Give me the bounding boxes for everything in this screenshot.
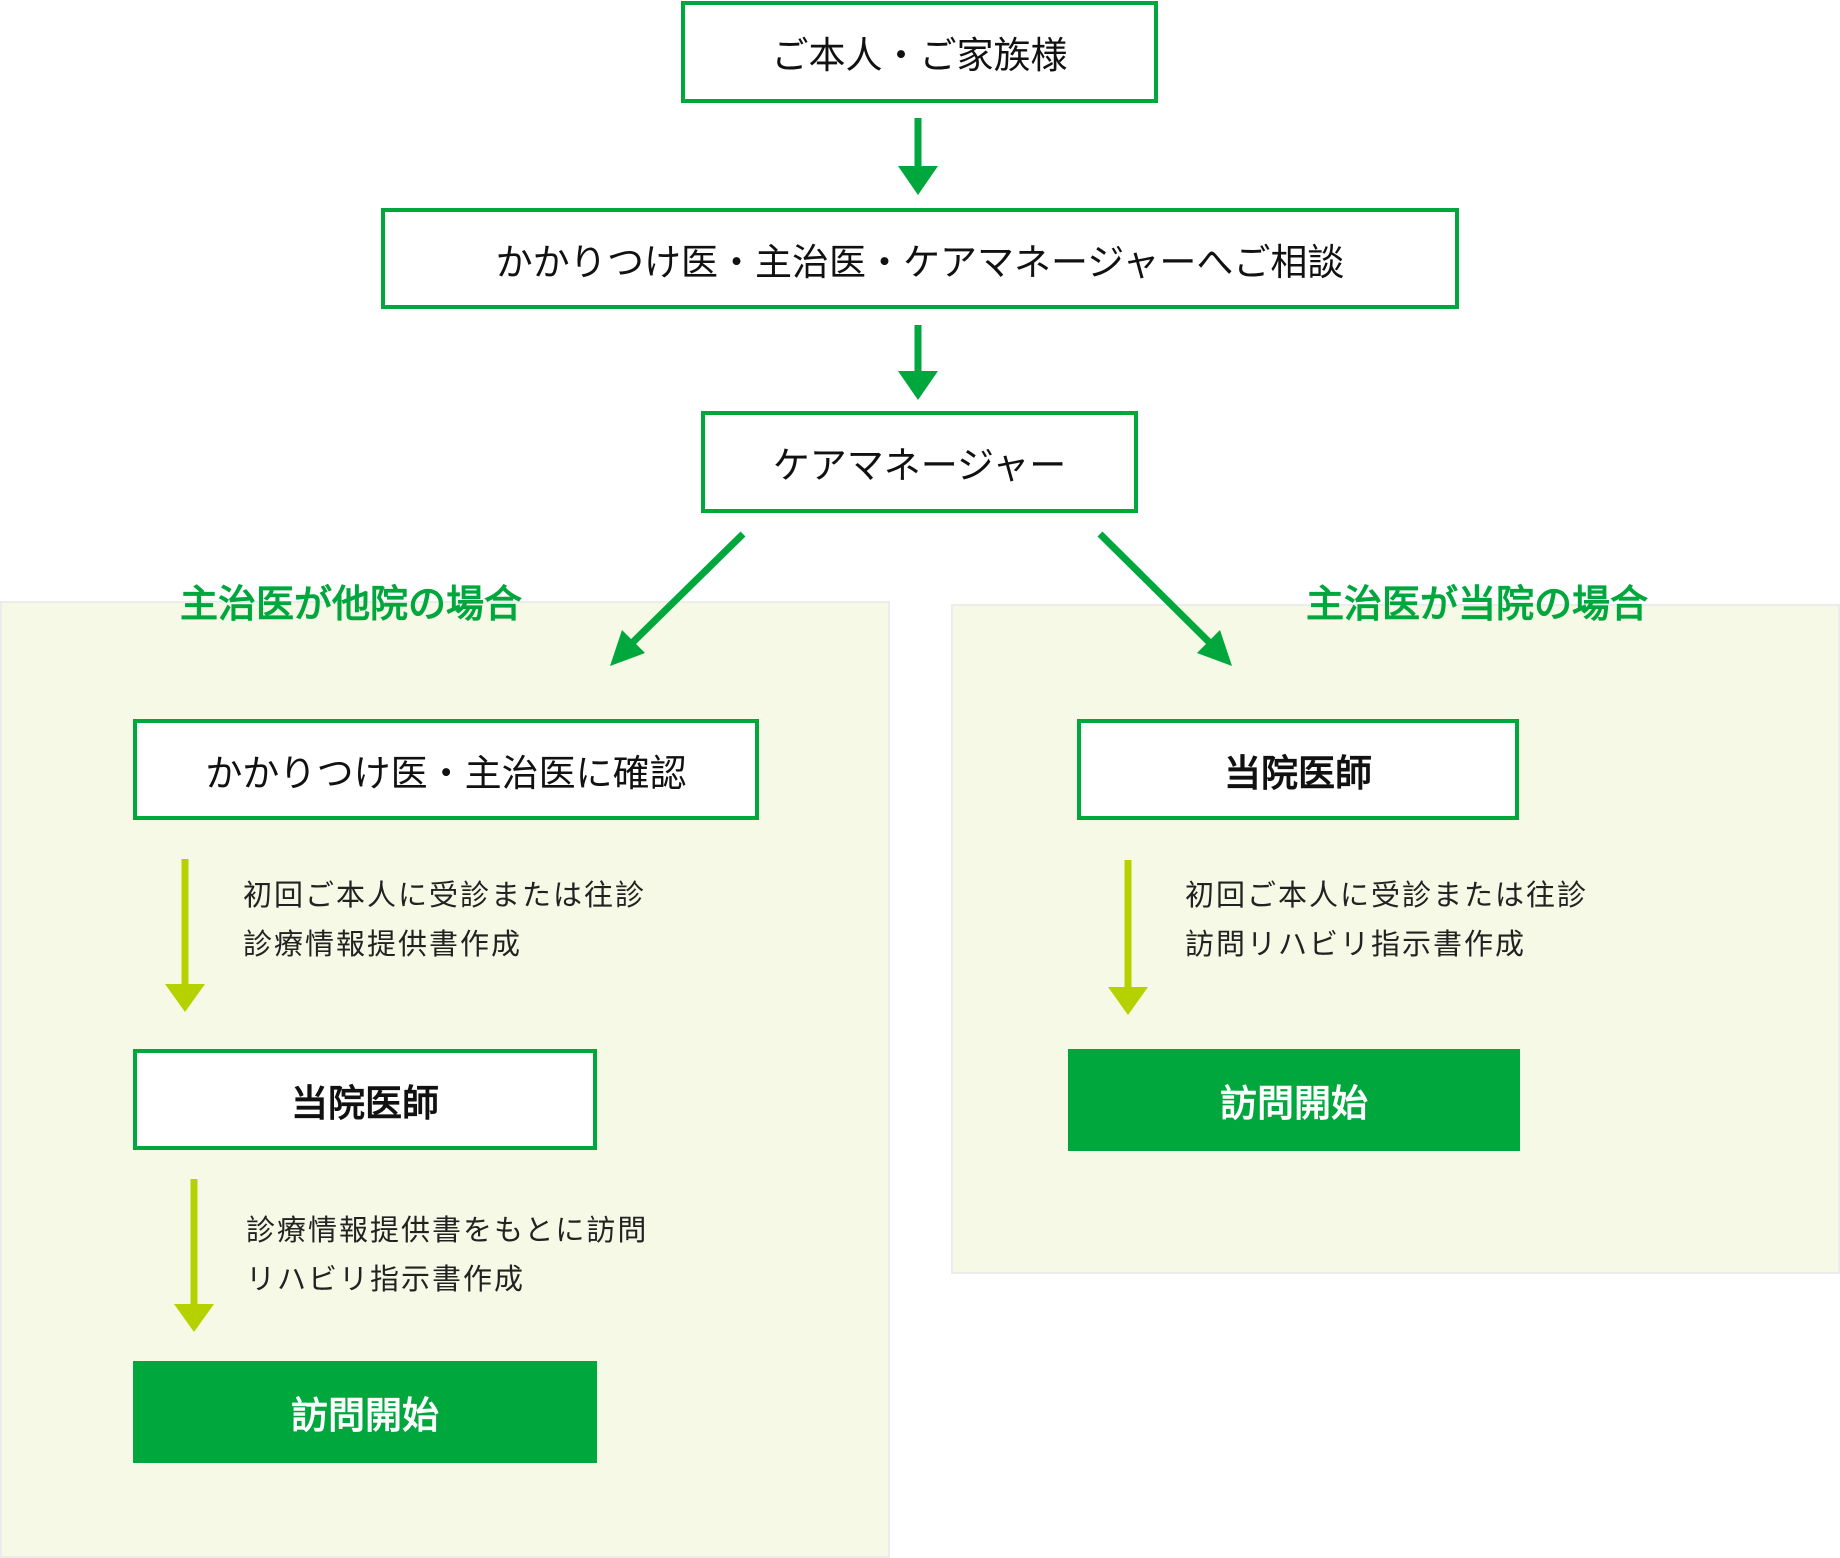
sub-arrow-left-2: [174, 1179, 214, 1332]
consult-box: かかりつけ医・主治医・ケアマネージャーへご相談: [381, 208, 1459, 309]
left-branch-heading: 主治医が他院の場合: [180, 582, 523, 626]
left-visit-start-label: 訪問開始: [291, 1394, 439, 1437]
right-clinic-doctor-box: 当院医師: [1077, 719, 1519, 820]
patient-family-label: ご本人・ご家族様: [771, 34, 1068, 77]
right-step1-description: 初回ご本人に受診または往診 訪問リハビリ指示書作成: [1185, 871, 1588, 969]
left-step1-description: 初回ご本人に受診または往診 診療情報提供書作成: [243, 871, 646, 969]
sub-arrow-left-1: [165, 859, 205, 1012]
care-manager-label: ケアマネージャー: [772, 444, 1067, 487]
right-branch-heading: 主治医が当院の場合: [1306, 582, 1649, 626]
left-step2-desc-line: リハビリ指示書作成: [246, 1262, 526, 1296]
consult-label: かかりつけ医・主治医・ケアマネージャーへご相談: [495, 240, 1345, 284]
right-visit-start-label: 訪問開始: [1220, 1082, 1368, 1125]
left-confirm-doctor-label: かかりつけ医・主治医に確認: [205, 751, 687, 795]
left-clinic-doctor-label: 当院医師: [291, 1081, 439, 1125]
left-step1-desc-line: 初回ご本人に受診または往診: [243, 878, 647, 912]
sub-arrow-right-1: [1108, 860, 1148, 1015]
right-step1-desc-line: 初回ご本人に受診または往診: [1185, 878, 1589, 912]
care-manager-box: ケアマネージャー: [701, 411, 1138, 513]
arrow-diagonal-right: [1097, 531, 1232, 666]
right-visit-start-box: 訪問開始: [1068, 1049, 1520, 1151]
patient-family-box: ご本人・ご家族様: [681, 1, 1158, 103]
arrow-down-2: [898, 325, 938, 400]
right-branch-panel: [951, 604, 1840, 1274]
right-step1-desc-line: 訪問リハビリ指示書作成: [1185, 927, 1527, 961]
right-clinic-doctor-label: 当院医師: [1224, 751, 1372, 795]
left-visit-start-box: 訪問開始: [133, 1361, 597, 1463]
left-step2-description: 診療情報提供書をもとに訪問 リハビリ指示書作成: [246, 1206, 648, 1304]
left-confirm-doctor-box: かかりつけ医・主治医に確認: [133, 719, 759, 820]
arrow-down-1: [898, 118, 938, 195]
left-step2-desc-line: 診療情報提供書をもとに訪問: [246, 1213, 649, 1247]
left-step1-desc-line: 診療情報提供書作成: [243, 927, 523, 961]
arrow-diagonal-left: [610, 531, 746, 666]
left-clinic-doctor-box: 当院医師: [133, 1049, 597, 1150]
